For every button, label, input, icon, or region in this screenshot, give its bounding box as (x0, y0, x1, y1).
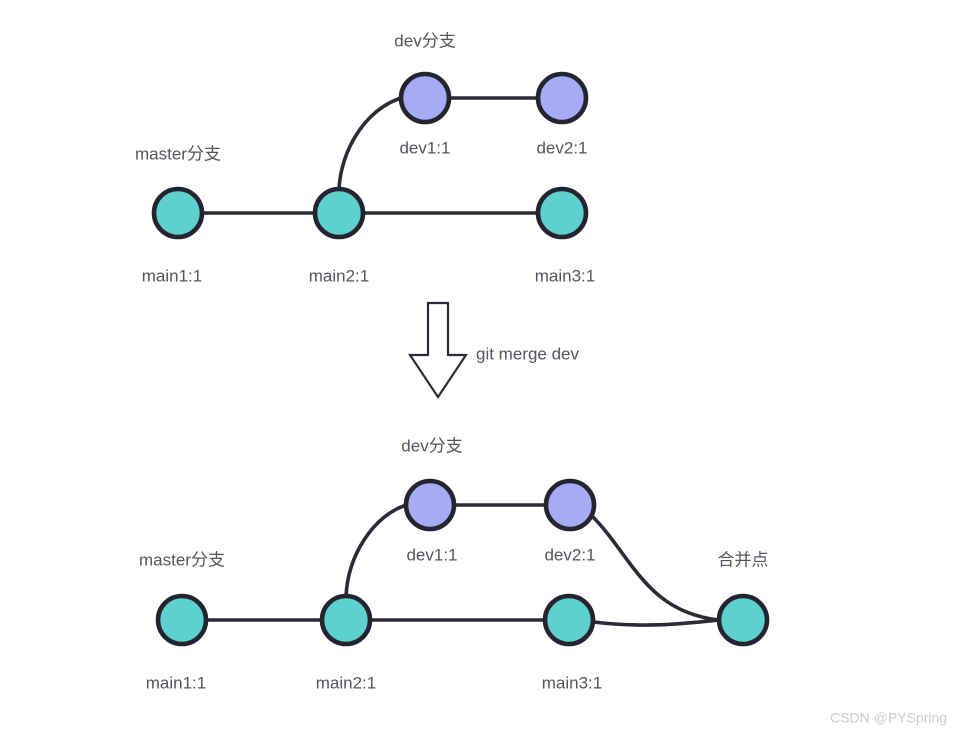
edge-bottom-main3-merge (591, 618, 721, 627)
bottom-branch-label-master: master分支 (139, 550, 225, 569)
bottom-branch-label-dev: dev分支 (401, 436, 462, 455)
edge-bottom-branch-main2-dev1 (344, 503, 408, 598)
top-node-main1[interactable] (151, 186, 205, 240)
top-branch-label-dev: dev分支 (394, 31, 455, 50)
bottom-node-label-main3: main3:1 (542, 673, 602, 692)
top-node-main3[interactable] (535, 186, 589, 240)
top-node-label-dev2: dev2:1 (536, 138, 587, 157)
bottom-node-label-main2: main2:1 (316, 673, 376, 692)
merge-step: git merge dev (407, 301, 579, 399)
edge-bottom-merge-dev2-mergepoint (590, 514, 721, 622)
top-node-dev1[interactable] (398, 71, 452, 125)
bottom-node-label-dev1: dev1:1 (406, 545, 457, 564)
bottom-node-main2[interactable] (319, 593, 373, 647)
watermark: CSDN @PYSpring (830, 710, 947, 726)
top-node-dev2[interactable] (535, 71, 589, 125)
bottom-node-dev2[interactable] (543, 478, 597, 532)
down-arrow-icon (407, 301, 469, 399)
bottom-node-main3[interactable] (542, 593, 596, 647)
bottom-diagram: dev分支 master分支 合并点 dev1:1 dev2:1 main1:1… (139, 436, 770, 692)
bottom-node-dev1[interactable] (403, 478, 457, 532)
merge-command-label: git merge dev (476, 344, 579, 363)
top-node-label-dev1: dev1:1 (399, 138, 450, 157)
top-node-label-main2: main2:1 (309, 266, 369, 285)
bottom-merge-point-label: 合并点 (718, 550, 769, 569)
top-node-label-main3: main3:1 (535, 266, 595, 285)
top-branch-label-master: master分支 (135, 144, 221, 163)
bottom-node-merge-point[interactable] (716, 593, 770, 647)
bottom-node-label-main1: main1:1 (146, 673, 206, 692)
top-node-label-main1: main1:1 (142, 266, 202, 285)
edge-top-branch-main2-dev1 (337, 96, 403, 191)
bottom-node-label-dev2: dev2:1 (544, 545, 595, 564)
top-diagram: dev分支 master分支 dev1:1 dev2:1 main1:1 mai… (135, 31, 595, 285)
bottom-node-main1[interactable] (155, 593, 209, 647)
top-node-main2[interactable] (312, 186, 366, 240)
